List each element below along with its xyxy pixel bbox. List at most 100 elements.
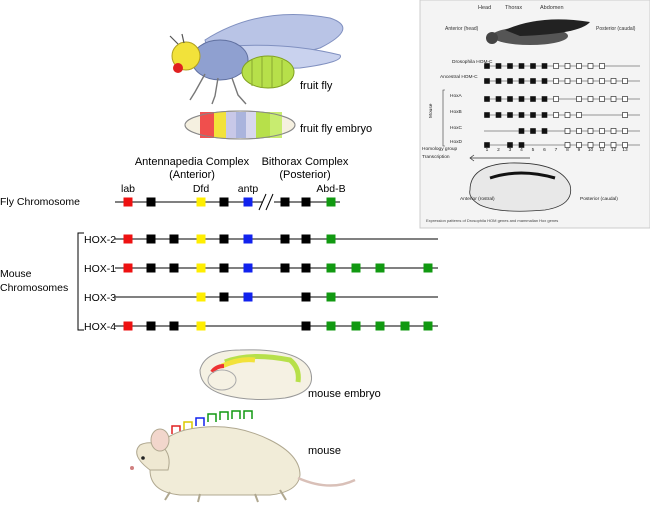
fly-gene-box-lab [123, 197, 133, 207]
inset-homology-number: 11 [600, 147, 605, 153]
fruit-fly-illustration [169, 14, 344, 105]
inset-ancestral-homc-label: Ancestral HOM-C [440, 74, 478, 80]
inset-gene-box [564, 63, 571, 69]
inset-gene-box [564, 112, 571, 118]
inset-gene-box [507, 78, 513, 84]
inset-homology-number: 13 [622, 147, 628, 153]
mouse-gene-box-abd [423, 321, 433, 331]
mouse-chromosome-hox-4: HOX-4 [84, 321, 438, 333]
mouse-gene-box-abd [326, 263, 336, 273]
inset-gene-box [530, 128, 536, 134]
antennapedia-complex-title: Antennapedia Complex [135, 156, 250, 168]
inset-gene-box [495, 78, 502, 84]
inset-homology-number: 10 [588, 147, 594, 153]
mouse-illustration [130, 410, 356, 503]
inset-mouse-label: Mouse [428, 103, 434, 118]
mouse-gene-box-abd [351, 321, 361, 331]
mouse-chromosome-hox-1: HOX-1 [84, 263, 438, 275]
mouse-gene-box-abd [326, 234, 336, 244]
inset-homology-number: 6 [543, 147, 546, 153]
mouse-gene-box-dfd [196, 321, 206, 331]
mouse-gene-box-black [301, 234, 311, 244]
mouse-gene-box-dfd [196, 234, 206, 244]
fly-gene-box-antp [243, 197, 253, 207]
fly-gene-label: lab [121, 183, 135, 195]
inset-caption: Expression patterns of Drosophila HOM ge… [426, 218, 558, 223]
mouse-gene-box-abd [326, 292, 336, 302]
inset-anterior-label: Anterior (head) [445, 26, 479, 32]
inset-homology-number: 7 [555, 147, 558, 153]
inset-homology-group-label: Homology group [422, 146, 458, 152]
inset-gene-box [484, 63, 490, 69]
mouse-embryo-label: mouse embryo [308, 388, 381, 400]
inset-gene-box [553, 112, 559, 118]
mouse-gene-box-lab [123, 234, 133, 244]
inset-gene-box [564, 78, 571, 84]
mouse-gene-box-dfd [196, 292, 206, 302]
inset-gene-box [587, 96, 594, 102]
inset-gene-box [553, 78, 559, 84]
inset-gene-box [576, 142, 582, 148]
mouse-gene-box-black [301, 263, 311, 273]
inset-hoxc-label: HoxC [450, 125, 463, 131]
inset-gene-box [622, 96, 628, 102]
inset-hox-comparison-figure: Head Thorax Abdomen Anterior (head) Post… [419, 0, 650, 229]
inset-transcription-arrow [469, 154, 530, 162]
inset-homology-number: 9 [578, 147, 581, 153]
inset-gene-box [553, 96, 559, 102]
mouse-gene-box-black [219, 263, 229, 273]
inset-gene-box [576, 63, 582, 69]
bithorax-complex-subtitle: (Posterior) [279, 169, 330, 181]
inset-gene-box [507, 96, 513, 102]
mouse-gene-box-abd [375, 321, 385, 331]
fly-gene-box-black [219, 197, 229, 207]
inset-homology-number: 3 [509, 147, 512, 153]
mouse-gene-box-abd [423, 263, 433, 273]
inset-gene-box [599, 78, 605, 84]
mouse-cluster-label: HOX-1 [84, 263, 116, 275]
inset-gene-box [518, 96, 525, 102]
fly-gene-box-black [146, 197, 156, 207]
inset-gene-box [610, 142, 617, 148]
inset-gene-box [495, 112, 502, 118]
mouse-gene-box-black [301, 292, 311, 302]
inset-gene-rows [484, 63, 640, 148]
fly-gene-box-black [301, 197, 311, 207]
mouse-chromosomes-label-line2: Chromosomes [0, 282, 68, 294]
inset-homology-number: 4 [520, 147, 523, 153]
inset-gene-box [587, 63, 594, 69]
inset-gene-box [576, 96, 582, 102]
inset-homology-number: 12 [611, 147, 617, 153]
mouse-gene-box-black [146, 234, 156, 244]
mouse-embryo-illustration [199, 349, 312, 400]
inset-gene-box [541, 96, 548, 102]
inset-gene-box [599, 63, 605, 69]
inset-gene-box [530, 63, 536, 69]
mouse-gene-box-lab [123, 263, 133, 273]
inset-gene-box [507, 63, 513, 69]
inset-gene-box [484, 112, 490, 118]
mouse-gene-box-black [219, 292, 229, 302]
fly-chromosome-label: Fly Chromosome [0, 196, 80, 208]
inset-gene-box [495, 96, 502, 102]
fly-gene-box-abd [326, 197, 336, 207]
inset-hoxa-label: HoxA [450, 93, 463, 99]
inset-gene-box [610, 78, 617, 84]
inset-gene-box [518, 128, 525, 134]
chromosome-break-mark [265, 193, 274, 211]
mouse-gene-box-black [280, 234, 290, 244]
inset-gene-box [622, 142, 628, 148]
inset-gene-box [622, 128, 628, 134]
mouse-chromosomes-label-line1: Mouse [0, 268, 32, 280]
inset-transcription-label: Transcription [422, 154, 450, 160]
mouse-gene-box-black [280, 263, 290, 273]
fruit-fly-embryo-illustration [184, 110, 296, 140]
mouse-cluster-label: HOX-3 [84, 292, 116, 304]
mouse-gene-box-abd [351, 263, 361, 273]
mouse-chromosome-bracket [77, 232, 84, 331]
inset-gene-box [518, 112, 525, 118]
mouse-label: mouse [308, 445, 341, 457]
